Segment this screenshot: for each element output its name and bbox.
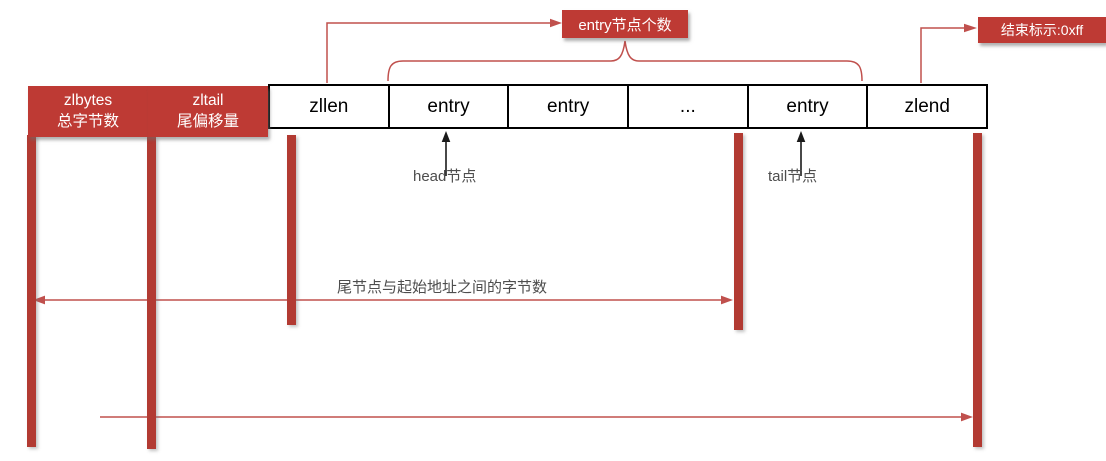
byte-bar-zlend — [973, 133, 982, 447]
box-zlbytes: zlbytes 总字节数 — [28, 86, 148, 137]
box-zllen: zllen — [309, 95, 349, 117]
arrow-right-icon — [550, 18, 562, 28]
byte-bar-zllen — [287, 135, 296, 325]
box-entry-tail: entry — [746, 86, 867, 127]
end-marker-connector-line — [920, 23, 977, 83]
box-zltail: zltail 尾偏移量 — [148, 86, 268, 137]
arrow-up-icon — [441, 131, 451, 142]
ziplist-cell-row: zllen entry entry ... entry zlend — [268, 84, 988, 129]
entry-count-badge: entry节点个数 — [562, 10, 688, 38]
box-zltail-label: zltail — [192, 92, 224, 110]
box-zltail-sublabel: 尾偏移量 — [176, 112, 239, 130]
box-ellipsis: ... — [627, 86, 747, 127]
entry-count-connector-line — [326, 18, 562, 83]
box-entry-head: entry — [387, 86, 508, 127]
box-zlbytes-label: zlbytes — [63, 92, 113, 110]
arrow-right-icon — [964, 23, 977, 33]
box-zlbytes-sublabel: 总字节数 — [56, 112, 119, 130]
arrow-up-icon — [796, 131, 806, 142]
arrow-right-icon — [961, 412, 973, 422]
box-zlend: zlend — [866, 86, 986, 127]
tail-node-label: tail节点 — [768, 168, 818, 185]
head-node-label: head节点 — [413, 168, 477, 185]
entry-count-badge-label: entry节点个数 — [578, 16, 672, 34]
total-bytes-arrow — [100, 412, 973, 422]
byte-bar-zlbytes — [27, 135, 36, 447]
end-marker-badge: 结束标示:0xff — [978, 17, 1106, 43]
arrow-right-icon — [721, 295, 733, 305]
box-entry-2: entry — [507, 86, 627, 127]
tail-offset-label: 尾节点与起始地址之间的字节数 — [337, 279, 548, 296]
entry-count-brace — [387, 40, 863, 82]
byte-bar-zltail — [147, 137, 156, 449]
end-marker-badge-label: 结束标示:0xff — [1000, 22, 1084, 38]
byte-bar-tail-entry — [734, 133, 743, 330]
